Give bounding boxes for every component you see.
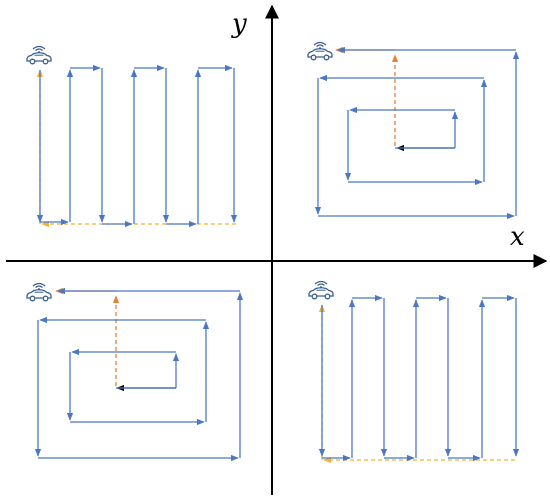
car-with-signal-icon <box>308 280 334 300</box>
x-axis-label: x <box>510 222 525 252</box>
quadrant-top-right <box>307 41 520 220</box>
quadrant-bottom-left <box>26 282 244 462</box>
car-with-signal-icon <box>26 282 52 302</box>
car-with-signal-icon <box>307 41 333 61</box>
y-axis-label: y <box>231 9 247 39</box>
quadrant-top-left <box>26 45 238 228</box>
quadrant-bottom-right <box>308 280 520 464</box>
car-with-signal-icon <box>26 45 52 65</box>
